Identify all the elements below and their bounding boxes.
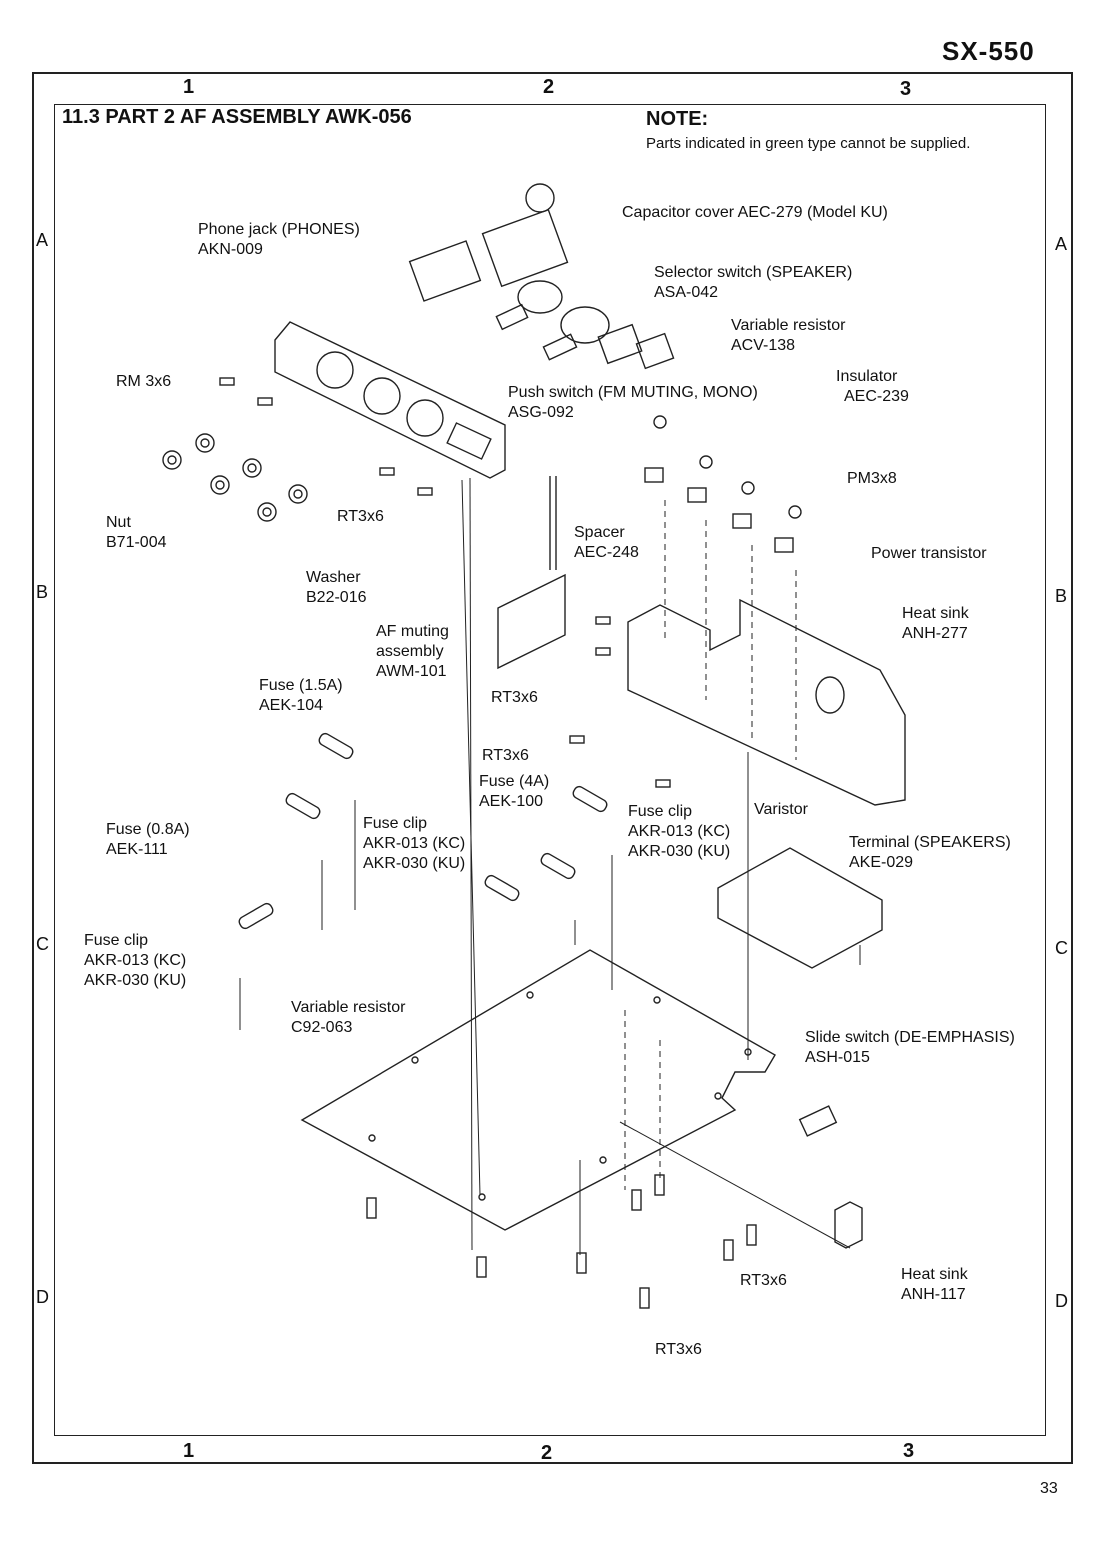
row-marker-d-right: D (1055, 1291, 1068, 1311)
row-marker-a-left: A (36, 230, 49, 250)
column-marker-1-bottom: 1 (183, 1440, 195, 1462)
jack-switch-cluster (408, 183, 675, 370)
label-phone-jack: Phone jack (PHONES)AKN-009 (198, 221, 360, 258)
label-terminal: Terminal (SPEAKERS)AKE-029 (849, 834, 1011, 871)
label-rt-screw-mid: RT3x6 (491, 689, 538, 706)
note-heading: NOTE: (646, 108, 709, 130)
label-rt-screw-mid2: RT3x6 (482, 747, 529, 764)
label-fuse-1-5a: Fuse (1.5A)AEK-104 (259, 677, 343, 714)
row-marker-a-right: A (1055, 234, 1068, 254)
column-marker-2-bottom: 2 (541, 1442, 553, 1464)
label-fuse-0-8a: Fuse (0.8A)AEK-111 (106, 821, 190, 858)
column-marker-2-top: 2 (543, 76, 555, 98)
row-marker-d-left: D (36, 1287, 49, 1307)
screws-top (219, 377, 671, 788)
outer-frame (32, 72, 1073, 1464)
section-title: 11.3 PART 2 AF ASSEMBLY AWK-056 (62, 106, 412, 128)
af-muting-bracket (497, 573, 566, 670)
row-marker-c-left: C (36, 934, 49, 954)
main-pcb (300, 949, 776, 1231)
label-push-switch: Push switch (FM MUTING, MONO)ASG-092 (508, 384, 758, 421)
label-varistor: Varistor (754, 801, 808, 818)
slide-switch (798, 1105, 838, 1137)
terminal-block (717, 847, 883, 969)
label-rt-screw-foot: RT3x6 (655, 1341, 702, 1358)
row-marker-c-right: C (1055, 938, 1068, 958)
page-number: 33 (1040, 1480, 1058, 1497)
heat-sink-small (834, 1201, 863, 1249)
heat-sink-large (627, 598, 906, 806)
front-bracket (274, 321, 506, 479)
screws-bottom (366, 1174, 757, 1309)
model-number: SX-550 (942, 36, 1035, 66)
label-rt-screw-bottom: RT3x6 (740, 1272, 787, 1289)
inner-frame (54, 104, 1046, 1436)
column-marker-1-top: 1 (183, 76, 195, 98)
label-rt-screw-top: RT3x6 (337, 508, 384, 525)
label-selector-switch: Selector switch (SPEAKER)ASA-042 (654, 264, 853, 301)
label-pm-screw: PM3x8 (847, 470, 897, 487)
label-capacitor-cover: Capacitor cover AEC-279 (Model KU) (622, 204, 888, 221)
note-text: Parts indicated in green type cannot be … (646, 135, 971, 152)
label-rm-screw: RM 3x6 (116, 373, 172, 390)
power-transistors (644, 415, 802, 553)
row-marker-b-right: B (1055, 586, 1068, 606)
label-power-transistor: Power transistor (871, 545, 987, 562)
label-slide-switch: Slide switch (DE-EMPHASIS)ASH-015 (805, 1029, 1015, 1066)
row-marker-b-left: B (36, 582, 49, 602)
fuses (238, 732, 608, 930)
label-fuse-4a: Fuse (4A)AEK-100 (479, 773, 550, 810)
column-marker-3-bottom: 3 (903, 1440, 915, 1462)
column-marker-3-top: 3 (900, 78, 912, 100)
nuts-washers (162, 433, 308, 522)
